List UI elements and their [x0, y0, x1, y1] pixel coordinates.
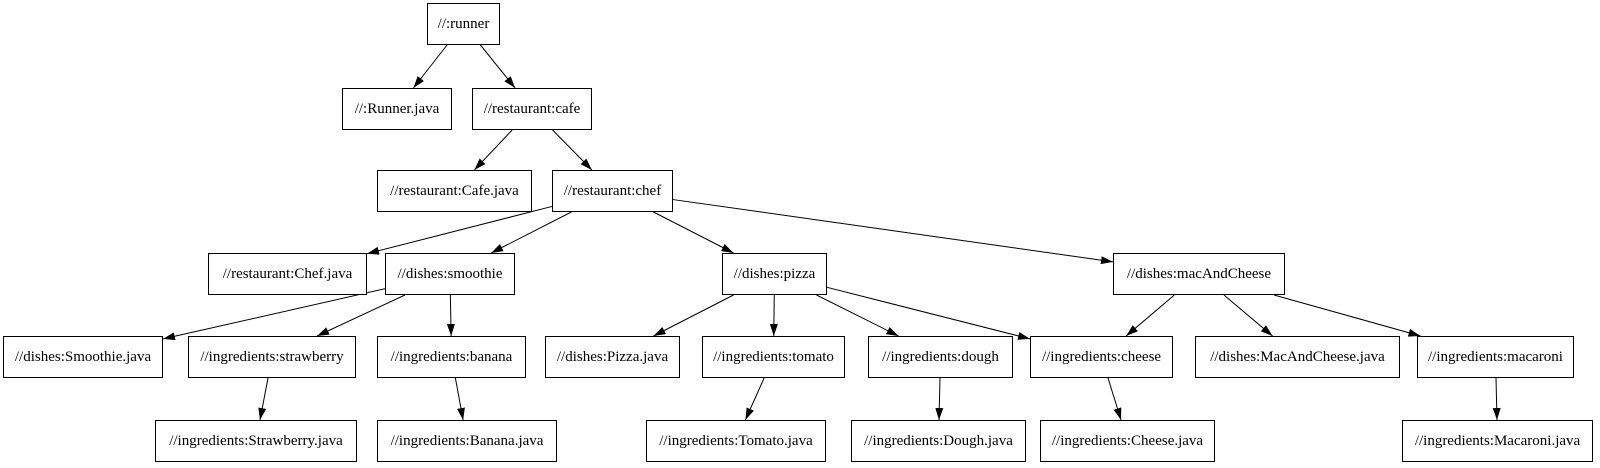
graph-node-strawberry_java: //ingredients:Strawberry.java	[155, 420, 357, 462]
graph-edge-dough-dough_java	[935, 377, 944, 421]
graph-node-smoothie_java: //dishes:Smoothie.java	[3, 336, 163, 378]
graph-edge-chef-pizza	[653, 211, 734, 254]
graph-node-tomato: //ingredients:tomato	[702, 336, 845, 378]
graph-node-macandcheese_java: //dishes:MacAndCheese.java	[1195, 336, 1400, 378]
graph-edge-cheese-cheese_java	[1107, 377, 1122, 421]
graph-edge-chef-chef_java	[366, 205, 553, 255]
graph-node-label: //ingredients:Strawberry.java	[169, 432, 343, 449]
graph-node-runner_java: //:Runner.java	[342, 88, 452, 130]
graph-edge-macaroni-macaroni_java	[1492, 377, 1501, 421]
graph-node-label: //dishes:MacAndCheese.java	[1210, 348, 1385, 365]
graph-edge-macandcheese-cheese	[1125, 294, 1175, 337]
graph-node-label: //restaurant:chef	[563, 182, 662, 199]
graph-edge-pizza-dough	[816, 294, 899, 337]
graph-node-label: //ingredients:strawberry	[200, 348, 344, 365]
graph-node-label: //:runner	[437, 15, 490, 32]
graph-node-runner: //:runner	[427, 3, 500, 45]
graph-node-label: //ingredients:Tomato.java	[659, 432, 813, 449]
graph-node-dough_java: //ingredients:Dough.java	[851, 420, 1026, 462]
graph-node-banana_java: //ingredients:Banana.java	[377, 420, 557, 462]
graph-node-cheese: //ingredients:cheese	[1030, 336, 1173, 378]
graph-edge-strawberry-strawberry_java	[258, 377, 269, 421]
graph-edge-smoothie-smoothie_java	[162, 288, 386, 341]
graph-node-label: //restaurant:Cafe.java	[390, 182, 519, 199]
graph-node-cheese_java: //ingredients:Cheese.java	[1040, 420, 1215, 462]
graph-node-label: //ingredients:Dough.java	[864, 432, 1013, 449]
graph-node-label: //restaurant:cafe	[483, 100, 581, 117]
graph-node-pizza_java: //dishes:Pizza.java	[545, 336, 680, 378]
graph-node-label: //dishes:smoothie	[397, 265, 503, 282]
graph-node-pizza: //dishes:pizza	[722, 253, 827, 295]
graph-edge-smoothie-banana	[446, 294, 455, 337]
graph-node-chef_java: //restaurant:Chef.java	[208, 253, 367, 295]
graph-node-dough: //ingredients:dough	[868, 336, 1013, 378]
graph-node-macaroni_java: //ingredients:Macaroni.java	[1402, 420, 1593, 462]
graph-node-strawberry: //ingredients:strawberry	[188, 336, 356, 378]
graph-node-label: //restaurant:Chef.java	[222, 265, 353, 282]
graph-edge-cafe-cafe_java	[473, 129, 513, 171]
graph-node-label: //ingredients:Cheese.java	[1051, 432, 1204, 449]
graph-node-smoothie: //dishes:smoothie	[385, 253, 515, 295]
graph-edge-macandcheese-macandcheese_java	[1223, 294, 1273, 337]
graph-node-macaroni: //ingredients:macaroni	[1417, 336, 1574, 378]
graph-edge-cafe-chef	[552, 129, 593, 171]
graph-node-label: //ingredients:Banana.java	[390, 432, 544, 449]
graph-edge-runner-runner_java	[413, 44, 448, 89]
graph-node-macandcheese: //dishes:macAndCheese	[1113, 253, 1285, 295]
graph-edge-pizza-pizza_java	[653, 294, 734, 337]
graph-node-label: //ingredients:macaroni	[1428, 348, 1563, 365]
graph-node-label: //ingredients:cheese	[1041, 348, 1162, 365]
graph-node-label: //:Runner.java	[354, 100, 440, 117]
graph-edge-macandcheese-macaroni	[1273, 294, 1421, 337]
graph-edge-banana-banana_java	[454, 377, 465, 421]
graph-node-label: //dishes:Smoothie.java	[14, 348, 152, 365]
graph-edge-pizza-cheese	[826, 286, 1031, 340]
graph-node-label: //ingredients:Macaroni.java	[1414, 432, 1581, 449]
graph-node-banana: //ingredients:banana	[377, 336, 526, 378]
graph-node-cafe: //restaurant:cafe	[472, 88, 592, 130]
graph-node-label: //dishes:macAndCheese	[1126, 265, 1272, 282]
graph-node-label: //dishes:pizza	[733, 265, 816, 282]
graph-node-tomato_java: //ingredients:Tomato.java	[646, 420, 826, 462]
graph-node-chef: //restaurant:chef	[552, 170, 673, 212]
graph-edge-chef-smoothie	[490, 211, 572, 254]
graph-node-label: //ingredients:banana	[390, 348, 513, 365]
graph-node-cafe_java: //restaurant:Cafe.java	[377, 170, 532, 212]
graph-node-label: //dishes:Pizza.java	[556, 348, 669, 365]
graph-node-label: //ingredients:tomato	[713, 348, 834, 365]
graph-edge-runner-cafe	[480, 44, 516, 89]
graph-node-label: //ingredients:dough	[882, 348, 999, 365]
graph-edge-tomato-tomato_java	[744, 377, 765, 421]
graph-edge-smoothie-strawberry	[316, 294, 406, 337]
